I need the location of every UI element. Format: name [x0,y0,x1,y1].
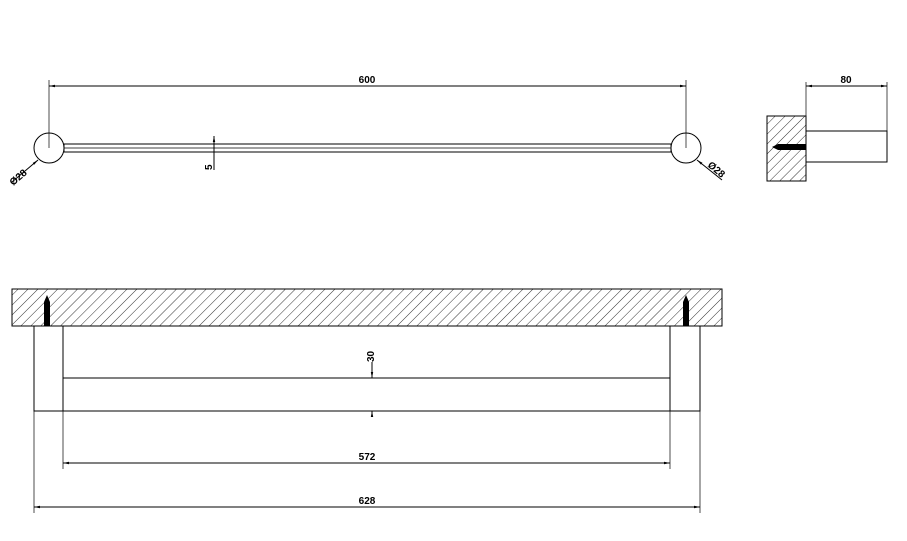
dimension-label-bar-height: 30 [366,350,377,362]
dimension-label-thickness: 5 [204,164,215,170]
screw-icon [44,295,50,326]
leader-left-diameter [11,159,39,183]
towel-bar-front [62,377,671,412]
leader-right-diameter [696,159,723,181]
screw-icon [772,144,806,150]
side-view: 80 [766,75,888,182]
left-bracket [33,325,64,412]
dimension-label-overall-length: 628 [359,496,376,507]
left-rosette [33,132,65,164]
dimension-label-length: 600 [359,75,376,86]
front-view: 30 572 628 [11,288,723,513]
dimension-label-projection: 80 [840,75,852,86]
dimension-label-inner-length: 572 [359,452,376,463]
diameter-label-left: Ø28 [8,167,30,188]
top-view: 600 5 Ø28 Ø28 [8,75,727,188]
diameter-label-right: Ø28 [705,160,727,181]
right-rosette [670,132,702,164]
bracket-side [805,130,888,163]
screw-icon [683,295,689,326]
right-bracket [669,325,701,412]
wall-section [11,288,723,327]
